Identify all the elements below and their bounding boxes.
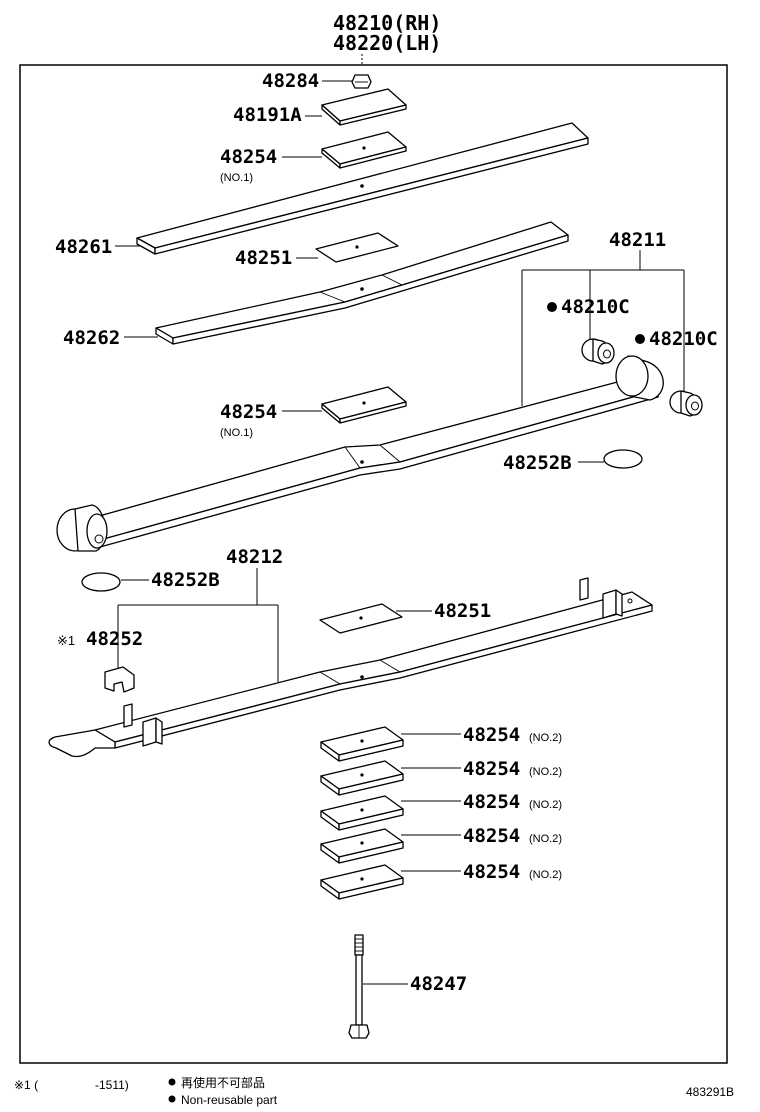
label-48252b-right: 48252B [503,452,572,474]
spacer-48254-no2-2[interactable] [320,760,404,796]
footnote-mark: ※1 ( [14,1078,38,1092]
sublabel-48254-no2-3: (NO.2) [529,799,562,811]
non-reusable-dot-b [635,334,645,344]
bushing-48210c-a[interactable] [581,338,615,365]
leader-48211 [521,250,685,406]
sublabel-48254-no2-4: (NO.2) [529,833,562,845]
label-48210c-a: 48210C [561,296,630,318]
legend-en: Non-reusable part [181,1093,278,1107]
label-48254-mid: 48254 [220,401,277,423]
label-48210c-b: 48210C [649,328,718,350]
cap-48252b-right[interactable] [603,449,643,469]
label-48261: 48261 [55,236,112,258]
insert-48251-lower[interactable] [319,603,403,634]
label-48211: 48211 [609,229,666,251]
label-48251-top: 48251 [235,247,292,269]
label-48254-no2-1: 48254 [463,724,520,746]
footnote-range: -1511) [95,1078,129,1092]
label-48252: 48252 [86,628,143,650]
spacer-48254-no2-4[interactable] [320,828,404,864]
sublabel-48254-no2-1: (NO.2) [529,732,562,744]
plate-48191a[interactable] [321,88,407,126]
leaf-48262[interactable] [155,221,569,345]
center-bolt-48247[interactable] [348,934,370,1039]
sublabel-48254-no2-5: (NO.2) [529,869,562,881]
spacer-48254-no2-5[interactable] [320,864,404,900]
label-48262: 48262 [63,327,120,349]
spacer-48254-mid[interactable] [321,386,407,424]
label-48254-no2-4: 48254 [463,825,520,847]
spacer-48254-no2-3[interactable] [320,795,404,831]
cap-48252b-left[interactable] [81,572,121,592]
sublabel-48254-mid: (NO.1) [220,427,253,439]
legend-dot-jp [168,1078,176,1086]
clip-48252[interactable] [104,666,135,693]
spacer-48254-no2-1[interactable] [320,726,404,762]
label-48252b-left: 48252B [151,569,220,591]
label-48254-no2-5: 48254 [463,861,520,883]
clip-note-mark: ※1 [57,633,75,648]
legend-jp: 再使用不可部品 [181,1075,265,1090]
diagram-code: 483291B [686,1085,734,1099]
main-leaf-48211[interactable] [56,355,664,552]
label-48212: 48212 [226,546,283,568]
bushing-48210c-b[interactable] [669,390,703,417]
spacer-48254-top[interactable] [321,131,407,169]
assembly-title-rh: 48210(RH) [333,11,441,35]
diagram-frame [19,64,728,1064]
label-48254-no2-2: 48254 [463,758,520,780]
nut-48284[interactable] [351,74,372,89]
label-48254-no2-3: 48254 [463,791,520,813]
label-48247: 48247 [410,973,467,995]
sublabel-48254-no2-2: (NO.2) [529,766,562,778]
label-48254-top: 48254 [220,146,277,168]
assembly-title-lh: 48220(LH) [333,31,441,55]
leader-48212 [117,568,279,682]
sublabel-48254-top: (NO.1) [220,172,253,184]
label-48191a: 48191A [233,104,302,126]
lower-leaf-48212[interactable] [48,577,653,758]
label-48251-lower: 48251 [434,600,491,622]
insert-48251-top[interactable] [315,232,399,263]
label-48284: 48284 [262,70,319,92]
leaf-48261[interactable] [136,122,589,255]
non-reusable-dot-a [547,302,557,312]
legend-dot-en [168,1095,176,1103]
